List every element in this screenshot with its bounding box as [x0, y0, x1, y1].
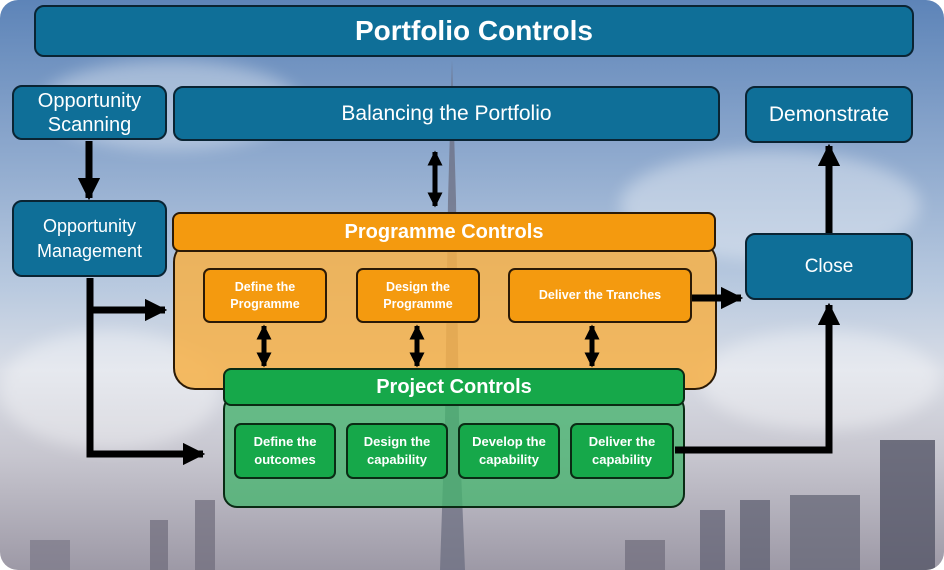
arrow-management-to-programme	[86, 278, 168, 322]
balancing-portfolio-box: Balancing the Portfolio	[173, 86, 720, 141]
arrow-capability-to-close	[675, 302, 841, 454]
deliver-capability-box: Deliver the capability	[570, 423, 674, 479]
arrow-management-to-project	[86, 305, 206, 466]
project-controls-title: Project Controls	[223, 368, 685, 406]
opportunity-scanning-box: Opportunity Scanning	[12, 85, 167, 140]
deliver-tranches-box: Deliver the Tranches	[508, 268, 692, 323]
define-programme-box: Define the Programme	[203, 268, 327, 323]
background-cloud	[700, 330, 940, 430]
close-box: Close	[745, 233, 913, 300]
design-programme-box: Design the Programme	[356, 268, 480, 323]
programme-controls-title: Programme Controls	[172, 212, 716, 252]
design-capability-box: Design the capability	[346, 423, 448, 479]
opportunity-management-box: Opportunity Management	[12, 200, 167, 277]
define-outcomes-box: Define the outcomes	[234, 423, 336, 479]
demonstrate-box: Demonstrate	[745, 86, 913, 143]
develop-capability-box: Develop the capability	[458, 423, 560, 479]
diagram-title: Portfolio Controls	[34, 5, 914, 57]
